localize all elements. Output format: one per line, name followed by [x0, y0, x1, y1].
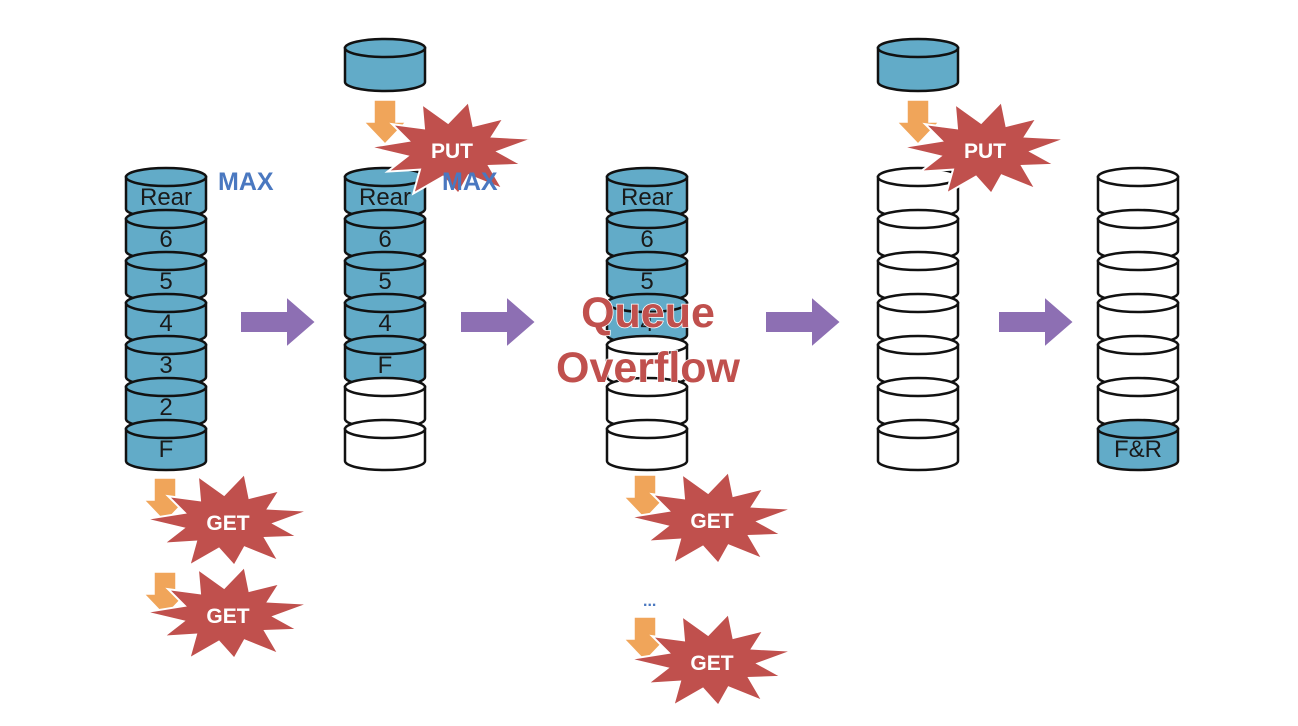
queue-cell — [1096, 250, 1180, 304]
queue-cell-label: F&R — [1114, 436, 1162, 463]
queue-cell-label: 4 — [640, 310, 653, 337]
state-arrows-layer — [239, 293, 1076, 351]
queue-cell: 4 — [124, 292, 208, 346]
incoming-cells-layer — [343, 37, 960, 93]
incoming-cell — [343, 37, 427, 93]
queue-cell: 6 — [343, 208, 427, 262]
queue-state-4 — [876, 166, 960, 472]
burst-shape — [369, 99, 534, 196]
put-operation: PUT — [362, 99, 534, 196]
get-label: GET — [206, 512, 249, 535]
queue-cell — [1096, 376, 1180, 430]
get-label: GET — [690, 510, 733, 533]
queue-cell: 4 — [605, 292, 689, 346]
queue-state-2: Rear 6 5 4F — [343, 166, 427, 472]
queue-cell: 5 — [343, 250, 427, 304]
down-arrow-icon — [622, 474, 668, 521]
queue-cell-label: F — [159, 436, 174, 463]
queue-cell — [605, 418, 689, 472]
queue-cell-label: F — [378, 352, 393, 379]
queue-cell: 3 — [124, 334, 208, 388]
queue-cell-label: 3 — [159, 352, 172, 379]
put-operation: PUT — [895, 99, 1067, 196]
queue-cell — [1096, 334, 1180, 388]
put-label: PUT — [964, 140, 1006, 163]
queue-cell-label: 5 — [640, 268, 653, 295]
queue-cell — [1096, 208, 1180, 262]
burst-shape — [629, 611, 794, 708]
queue-cell-label: 6 — [159, 226, 172, 253]
next-state-arrow — [764, 293, 843, 351]
operations-layer: PUT PUT GET GET GET GET — [142, 99, 1067, 708]
queue-cell: F&R — [1096, 418, 1180, 472]
queue-cell: Rear — [605, 166, 689, 220]
queue-cell-label: Rear — [140, 184, 192, 211]
get-operation: GET — [622, 469, 794, 566]
queue-cell — [876, 334, 960, 388]
queue-cell-label: 6 — [640, 226, 653, 253]
down-arrow-icon — [362, 99, 408, 146]
next-state-arrow — [239, 293, 318, 351]
next-state-arrow — [459, 293, 538, 351]
queue-cell: 2 — [124, 376, 208, 430]
overflow-title-line1: Queue — [581, 289, 715, 337]
down-arrow-icon — [142, 571, 188, 618]
queue-cell-label: Rear — [359, 184, 411, 211]
overflow-title-line2: Overflow — [556, 344, 741, 392]
queue-cell: 5 — [605, 250, 689, 304]
queue-cell: 6 — [124, 208, 208, 262]
queue-cell — [1096, 292, 1180, 346]
get-operation: GET — [142, 471, 310, 568]
get-operation: GET — [622, 611, 794, 708]
next-state-arrow — [997, 293, 1076, 351]
down-arrow-icon — [142, 477, 188, 524]
queue-cell — [343, 376, 427, 430]
get-operation: GET — [142, 564, 310, 661]
max-label: MAX — [218, 168, 274, 196]
queue-state-3: Rear 6 5 4 — [605, 166, 689, 472]
get-label: GET — [206, 605, 249, 628]
get-label: GET — [690, 652, 733, 675]
queue-cell — [876, 418, 960, 472]
queue-state-5: F&R — [1096, 166, 1180, 472]
burst-shape — [629, 469, 794, 566]
queue-cell: F — [124, 418, 208, 472]
put-label: PUT — [431, 140, 473, 163]
queue-cell: 4 — [343, 292, 427, 346]
down-arrow-icon — [622, 616, 668, 663]
down-arrow-icon — [895, 99, 941, 146]
queue-cell-label: 6 — [378, 226, 391, 253]
max-label: MAX — [442, 168, 498, 196]
queue-state-1: Rear 6 5 4 3 2F — [124, 166, 208, 472]
queue-cell: 6 — [605, 208, 689, 262]
queue-cell-label: Rear — [621, 184, 673, 211]
queue-cell-label: 4 — [159, 310, 172, 337]
incoming-cell — [876, 37, 960, 93]
burst-shape — [902, 99, 1067, 196]
queue-cell: Rear — [343, 166, 427, 220]
queue-cell-label: 5 — [378, 268, 391, 295]
queue-cell — [876, 166, 960, 220]
queue-cell — [876, 292, 960, 346]
queue-cell — [876, 208, 960, 262]
continuation-dots: ... — [643, 593, 656, 610]
burst-shape — [145, 471, 310, 568]
queue-cell — [343, 418, 427, 472]
burst-shape — [145, 564, 310, 661]
queue-cell: F — [343, 334, 427, 388]
queue-cell-label: 2 — [159, 394, 172, 421]
queue-cell-label: 4 — [378, 310, 391, 337]
queue-cell-label: 5 — [159, 268, 172, 295]
queue-cell: Rear — [124, 166, 208, 220]
